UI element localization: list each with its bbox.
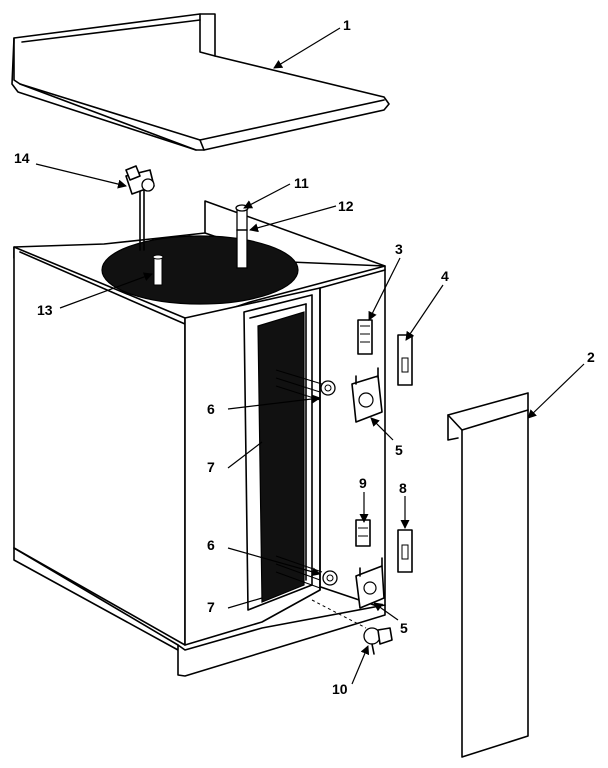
lower-cover-part	[397, 529, 413, 573]
callout-labels: 1 2 3 4 5 5 6 6 7 7 8 9 10 11 12 13 14	[14, 17, 595, 697]
callout-9: 9	[359, 475, 367, 491]
callout-4: 4	[441, 268, 449, 284]
cold-water-inlet-part	[235, 204, 249, 269]
lower-heating-element	[275, 555, 338, 589]
access-door-part	[447, 392, 529, 758]
callout-1: 1	[343, 17, 351, 33]
callout-11: 11	[294, 175, 309, 191]
callout-8: 8	[399, 480, 407, 496]
callout-6-upper: 6	[207, 401, 215, 417]
callout-7-upper: 7	[207, 459, 215, 475]
callout-3: 3	[395, 241, 403, 257]
relief-valve-part	[125, 165, 155, 251]
callout-10: 10	[332, 681, 348, 697]
callout-5-upper: 5	[395, 442, 403, 458]
upper-thermostat-part	[357, 319, 373, 355]
callout-6-lower: 6	[207, 537, 215, 553]
callout-5-lower: 5	[400, 620, 408, 636]
callout-12: 12	[338, 198, 354, 214]
drain-valve-part	[311, 599, 393, 655]
upper-bracket-part	[351, 367, 383, 423]
callout-13: 13	[37, 302, 53, 318]
tank	[101, 235, 305, 603]
lower-thermostat-part	[355, 519, 371, 547]
callout-7-lower: 7	[207, 599, 215, 615]
upper-heating-element	[275, 369, 336, 401]
lower-bracket-part	[355, 557, 385, 609]
leader-lines	[35, 27, 585, 685]
callout-14: 14	[14, 150, 30, 166]
upper-cover-part	[397, 334, 413, 386]
top-cover-part	[11, 13, 390, 151]
callout-2: 2	[587, 349, 595, 365]
